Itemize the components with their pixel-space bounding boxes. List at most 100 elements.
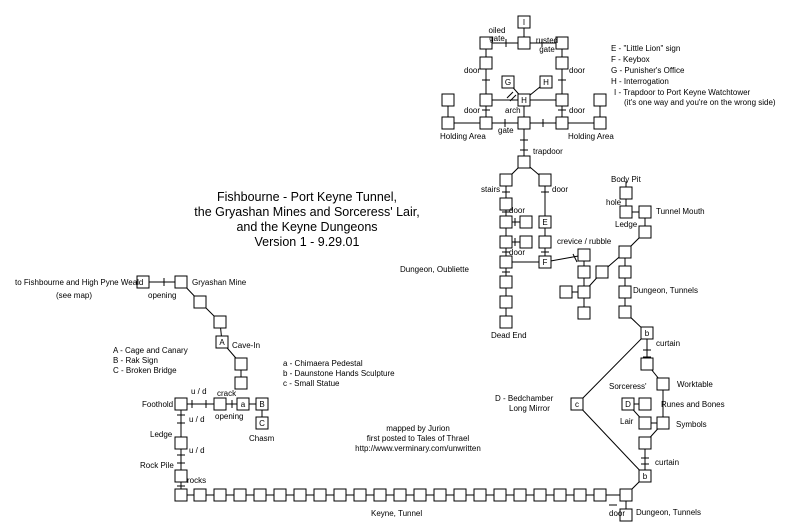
label-ledge: Ledge — [615, 220, 638, 229]
room-tunnel-mouth — [638, 205, 652, 219]
room-letter: b — [643, 472, 648, 481]
room-foothold — [174, 397, 188, 411]
room-letter: I — [523, 18, 525, 27]
room-letters: I G H H E F A a B C b D c b — [219, 18, 649, 481]
label-tunnel-mouth: Tunnel Mouth — [656, 207, 705, 216]
room — [517, 116, 531, 130]
map-title: Fishbourne - Port Keyne Tunnel, the Grya… — [194, 190, 419, 249]
room-letter: F — [543, 258, 548, 267]
room — [619, 488, 633, 502]
map-rooms — [136, 15, 670, 522]
label-rocks: rocks — [187, 476, 206, 485]
room — [479, 56, 493, 70]
room — [577, 248, 591, 262]
room — [619, 508, 633, 522]
legend-top: E - "Little Lion" sign F - Keybox G - Pu… — [611, 44, 776, 107]
room — [555, 93, 569, 107]
legend-item: G - Punisher's Office — [611, 66, 685, 75]
label-door: door — [464, 106, 480, 115]
label-curtain: curtain — [656, 339, 680, 348]
room — [593, 488, 607, 502]
label-up-down: u / d — [191, 387, 207, 396]
room — [473, 488, 487, 502]
room — [538, 235, 552, 249]
room — [593, 116, 607, 130]
credit-line: mapped by Jurion — [386, 424, 450, 433]
room — [517, 155, 531, 169]
legend-item: D - Bedchamber — [495, 394, 554, 403]
room — [479, 116, 493, 130]
room — [233, 488, 247, 502]
room — [577, 265, 591, 279]
legend-item: b - Daunstone Hands Sculpture — [283, 369, 395, 378]
room — [393, 488, 407, 502]
room-letter: H — [543, 78, 549, 87]
label-trapdoor: trapdoor — [533, 147, 563, 156]
room — [577, 285, 591, 299]
room — [333, 488, 347, 502]
label-oiled-gate: gate — [489, 34, 505, 43]
room — [253, 488, 267, 502]
label-curtain: curtain — [655, 458, 679, 467]
room — [618, 305, 632, 319]
room-keybox-f — [538, 255, 552, 269]
label-worktable: Worktable — [677, 380, 713, 389]
room — [595, 265, 609, 279]
room — [453, 488, 467, 502]
room-rock-pile — [174, 469, 188, 483]
room — [519, 215, 533, 229]
room — [577, 306, 591, 320]
label-dead-end: Dead End — [491, 331, 527, 340]
label-foothold: Foothold — [142, 400, 173, 409]
room — [538, 173, 552, 187]
room-worktable — [656, 377, 670, 391]
room — [313, 488, 327, 502]
room-daunstone-hands-b — [640, 326, 654, 340]
label-door: door — [509, 248, 525, 257]
room-letter: a — [241, 400, 246, 409]
label-rusted-gate: rusted — [536, 36, 558, 45]
legend-item: (it's one way and you're on the wrong si… — [624, 98, 776, 107]
room-symbols — [656, 416, 670, 430]
legend-item: B - Rak Sign — [113, 356, 158, 365]
label-rusted-gate: gate — [539, 45, 555, 54]
label-dungeon-tunnels: Dungeon, Tunnels — [633, 286, 698, 295]
room — [533, 488, 547, 502]
label-symbols: Symbols — [676, 420, 707, 429]
room — [559, 285, 573, 299]
room — [293, 488, 307, 502]
room-broken-bridge-c — [255, 416, 269, 430]
room-gryashan-mine — [174, 275, 188, 289]
label-oiled-gate: oiled — [489, 26, 506, 35]
room — [593, 93, 607, 107]
room-rak-sign-b — [255, 397, 269, 411]
legend-item: c - Small Statue — [283, 379, 340, 388]
room — [499, 173, 513, 187]
room-letter: G — [505, 78, 511, 87]
credit-line: first posted to Tales of Thrael — [367, 434, 470, 443]
room — [273, 488, 287, 502]
room-letter: c — [575, 400, 579, 409]
title-line: Version 1 - 9.29.01 — [255, 235, 360, 249]
room — [499, 255, 513, 269]
label-to-fishbourne: to Fishbourne and High Pyne Weald — [15, 278, 143, 287]
title-line: Fishbourne - Port Keyne Tunnel, — [217, 190, 397, 204]
room — [479, 36, 493, 50]
room — [638, 436, 652, 450]
room — [517, 36, 531, 50]
room-runes-and-bones — [638, 397, 652, 411]
room-body-pit — [619, 186, 633, 200]
label-holding-area: Holding Area — [568, 132, 614, 141]
room — [618, 245, 632, 259]
label-holding-area: Holding Area — [440, 132, 486, 141]
label-dungeon-tunnels: Dungeon, Tunnels — [636, 508, 701, 517]
label-arch: arch — [505, 106, 521, 115]
room-trapdoor-i — [517, 15, 531, 29]
room-dead-end — [499, 315, 513, 329]
room-ledge-mine — [174, 436, 188, 450]
legend-item: Long Mirror — [509, 404, 550, 413]
room-letter: C — [259, 419, 265, 428]
room-letter: B — [259, 400, 264, 409]
room-letter: H — [521, 96, 527, 105]
room-ledge — [619, 205, 633, 219]
